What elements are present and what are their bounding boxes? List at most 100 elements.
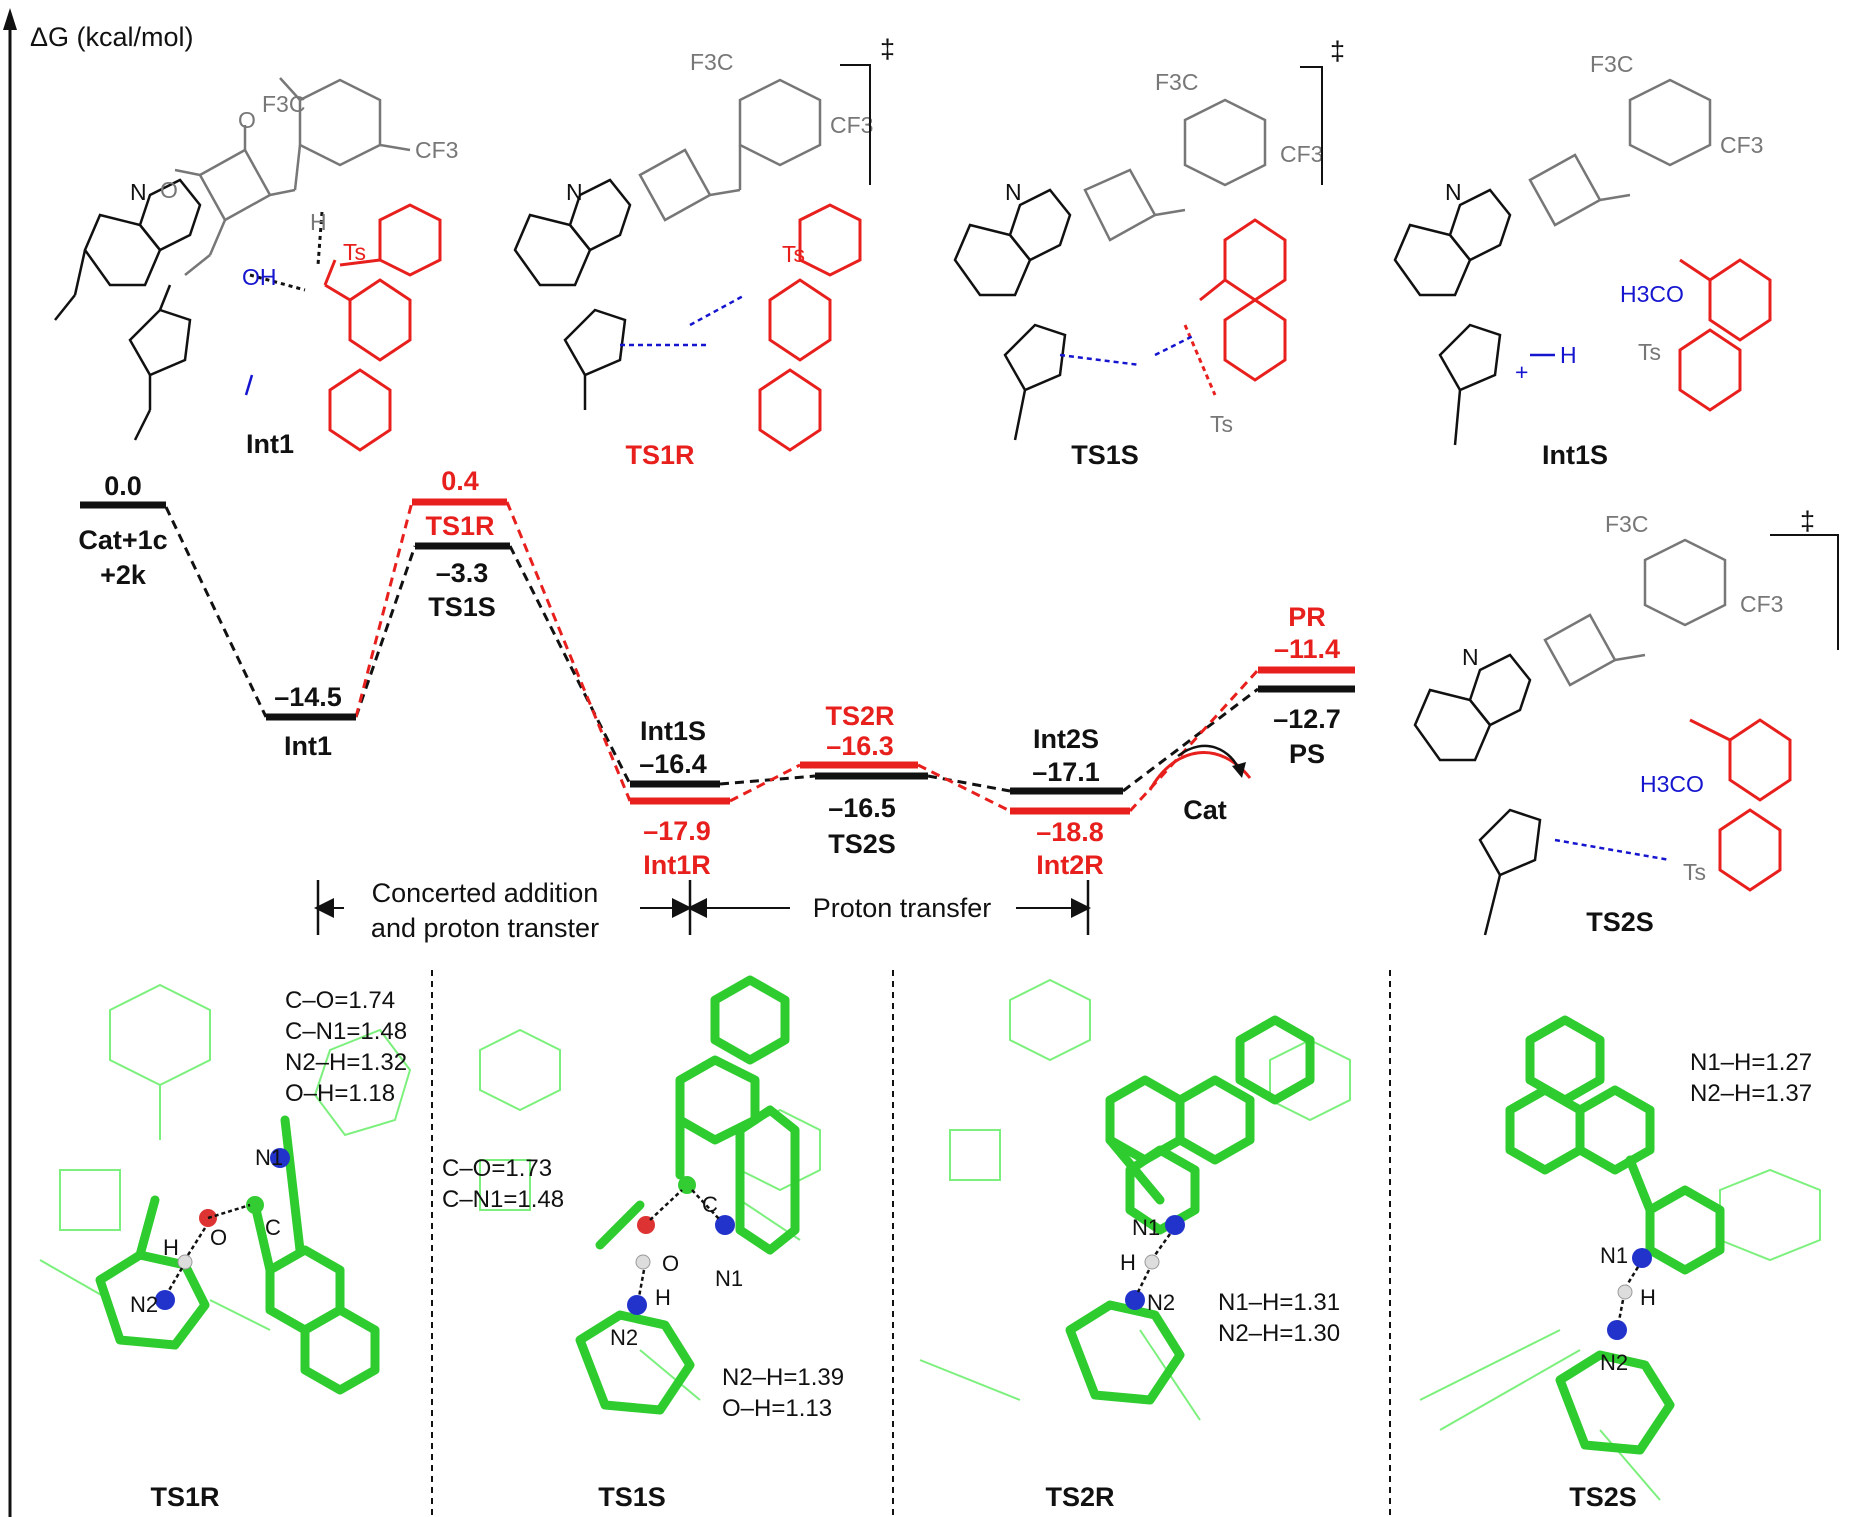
f3c-label: F3C: [1590, 51, 1633, 77]
atom-n1: [1632, 1248, 1652, 1268]
quinoline-n-label: N: [130, 179, 147, 205]
cf3-label: CF3: [1280, 141, 1323, 167]
structure-int1: F3C CF3 O O H N OH Ts Int1: [54, 77, 458, 459]
atoms: [1607, 1248, 1652, 1340]
atom-label-h: H: [1120, 1250, 1136, 1275]
name-int2s: Int2S: [1033, 724, 1099, 754]
name-cat-line2: +2k: [100, 560, 147, 590]
ts-label: Ts: [782, 241, 805, 267]
dagger-icon: ‡: [1800, 506, 1815, 536]
h3co-label: H3CO: [1640, 771, 1704, 797]
connectors-black: [164, 506, 1259, 793]
f3c-label: F3C: [1155, 69, 1198, 95]
name-ts2r: TS2R: [825, 701, 894, 731]
value-ts2s: –16.5: [828, 793, 896, 823]
name-int1r: Int1R: [643, 850, 711, 880]
name-ts2s: TS2S: [828, 829, 896, 859]
distance-label: C–N1=1.48: [442, 1186, 564, 1213]
value-int2r: –18.8: [1036, 817, 1104, 847]
plus-icon: +: [1515, 359, 1528, 385]
atom-label-n2: N2: [130, 1292, 158, 1317]
y-axis-label: ΔG (kcal/mol): [30, 22, 194, 52]
atom-label-n1: N1: [255, 1145, 283, 1170]
connector: [1128, 668, 1260, 813]
ts-label: Ts: [343, 239, 366, 265]
h-label: H: [310, 209, 327, 235]
atom-h: [1617, 1284, 1633, 1300]
ts-label: Ts: [1638, 339, 1661, 365]
ts-label: Ts: [1683, 859, 1706, 885]
phase1-label-line2: and proton transter: [371, 913, 599, 943]
atom-n1: [1165, 1215, 1185, 1235]
distance-label: N2–H=1.39: [722, 1364, 844, 1391]
carbonyl-o2-label: O: [160, 177, 178, 203]
y-axis: ΔG (kcal/mol): [3, 8, 194, 1517]
stick-model: [1505, 1015, 1725, 1455]
value-pr: –11.4: [1274, 634, 1340, 664]
atom-label-o: O: [662, 1251, 679, 1276]
connector: [508, 545, 632, 785]
atom-n2: [155, 1290, 175, 1310]
panel-ts2r: N1 H N2 N1–H=1.31 N2–H=1.30 TS2R: [919, 978, 1351, 1512]
distance-label: N2–H=1.32: [285, 1049, 407, 1076]
distance-label: N2–H=1.37: [1690, 1080, 1812, 1107]
h-label: H: [1560, 342, 1577, 368]
stick-model: [95, 1115, 380, 1395]
distance-label: C–O=1.74: [285, 987, 395, 1014]
connector: [354, 545, 417, 718]
connector: [917, 763, 1011, 813]
value-int1r: –17.9: [643, 816, 711, 846]
connector: [505, 501, 632, 802]
connector: [927, 774, 1011, 793]
f3c-label: F3C: [690, 49, 733, 75]
name-ts1s: TS1S: [428, 592, 496, 622]
f3c-label: F3C: [1605, 511, 1648, 537]
name-cat-line1: Cat+1c: [78, 525, 167, 555]
level-labels: 0.0 Cat+1c +2k –14.5 Int1 0.4 TS1R –3.3 …: [78, 466, 1340, 880]
value-ts1r: 0.4: [441, 466, 479, 496]
distance-label: O–H=1.18: [285, 1080, 395, 1107]
atoms: [627, 1176, 735, 1315]
cat-release-label: Cat: [1183, 795, 1227, 825]
atom-h: [635, 1254, 651, 1270]
structure-ts2s: F3C CF3 H3CO Ts N ‡ TS2S: [1413, 506, 1839, 937]
structure-int1s: F3C CF3 H3CO Ts H + N Int1S: [1393, 51, 1772, 470]
phase2-label: Proton transfer: [813, 893, 992, 923]
cat-release: Cat: [1148, 744, 1252, 825]
name-ts1r: TS1R: [425, 511, 494, 541]
atom-label-n2: N2: [610, 1325, 638, 1350]
distance-label: O–H=1.13: [722, 1395, 832, 1422]
connector: [729, 763, 801, 803]
atom-label-n2: N2: [1600, 1350, 1628, 1375]
atom-label-n1: N1: [1132, 1215, 1160, 1240]
carbonyl-o-label: O: [238, 107, 256, 133]
atom-label-n1: N1: [1600, 1243, 1628, 1268]
panel-title-ts2r: TS2R: [1045, 1482, 1114, 1512]
atom-h: [177, 1254, 193, 1270]
value-ts2r: –16.3: [826, 731, 894, 761]
panel-ts1r: N1 O C H N2 C–O=1.74 C–N1=1.48 N2–H=1.32…: [39, 983, 412, 1512]
f3c-label: F3C: [262, 91, 305, 117]
atom-n2: [1607, 1320, 1627, 1340]
quinoline-n-label: N: [566, 179, 583, 205]
value-int1s: –16.4: [639, 749, 707, 779]
distance-label: N1–H=1.27: [1690, 1049, 1812, 1076]
wireframe-background: [39, 983, 412, 1331]
value-ts1s: –3.3: [436, 558, 489, 588]
dagger-icon: ‡: [880, 34, 895, 64]
atom-label-n2: N2: [1147, 1290, 1175, 1315]
quinoline-n-label: N: [1445, 179, 1462, 205]
name-int2r: Int2R: [1036, 850, 1104, 880]
stick-model: [575, 975, 800, 1415]
atom-c: [246, 1196, 264, 1214]
structure-label-int1: Int1: [246, 429, 294, 459]
atom-label-c: C: [702, 1192, 718, 1217]
connector: [164, 506, 268, 718]
distance-label: C–O=1.73: [442, 1155, 552, 1182]
structure-label-int1s: Int1S: [1542, 440, 1608, 470]
panel-title-ts1r: TS1R: [150, 1482, 219, 1512]
atom-label-n1: N1: [715, 1266, 743, 1291]
name-int1s: Int1S: [640, 716, 706, 746]
connector: [1122, 687, 1259, 793]
